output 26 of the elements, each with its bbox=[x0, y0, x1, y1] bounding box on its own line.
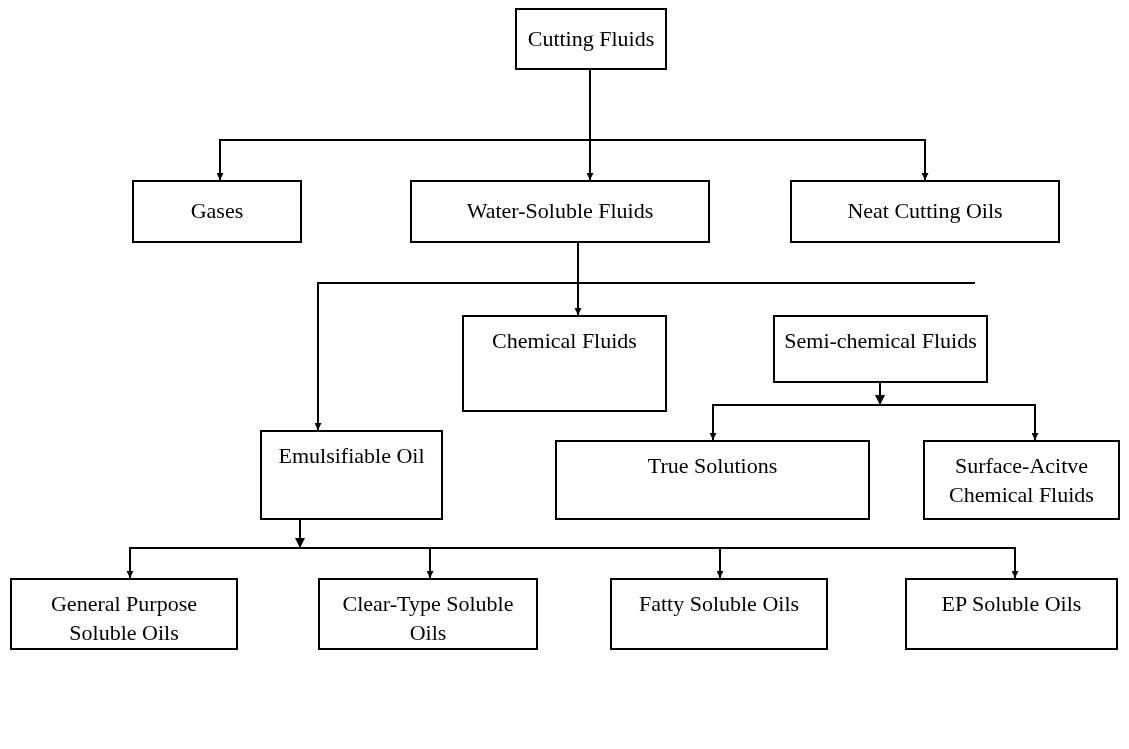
node-label: Surface-Acitve Chemical Fluids bbox=[948, 452, 1095, 509]
category-box bbox=[318, 578, 538, 650]
category-box bbox=[462, 315, 667, 412]
node-label: Clear-Type Soluble Oils bbox=[341, 590, 515, 647]
category-box bbox=[410, 180, 710, 243]
category-box bbox=[905, 578, 1118, 650]
category-box bbox=[10, 578, 238, 650]
category-box bbox=[555, 440, 870, 520]
category-box bbox=[773, 315, 988, 383]
node-label: Cutting Fluids bbox=[527, 24, 655, 53]
node-label: Fatty Soluble Oils bbox=[638, 590, 800, 618]
category-box bbox=[260, 430, 443, 520]
node-label: True Solutions bbox=[647, 452, 778, 480]
node-label: Water-Soluble Fluids bbox=[466, 197, 654, 226]
node-label: Gases bbox=[190, 197, 244, 226]
node-label: Semi-chemical Fluids bbox=[784, 327, 977, 355]
category-box bbox=[132, 180, 302, 243]
category-box bbox=[923, 440, 1120, 520]
category-box bbox=[790, 180, 1060, 243]
node-label: General Purpose Soluble Oils bbox=[50, 590, 198, 647]
node-label: Emulsifiable Oil bbox=[278, 442, 425, 470]
node-label: Chemical Fluids bbox=[492, 327, 637, 355]
node-label: EP Soluble Oils bbox=[941, 590, 1082, 618]
category-box bbox=[515, 8, 667, 70]
category-box bbox=[610, 578, 828, 650]
node-label: Neat Cutting Oils bbox=[847, 197, 1003, 226]
